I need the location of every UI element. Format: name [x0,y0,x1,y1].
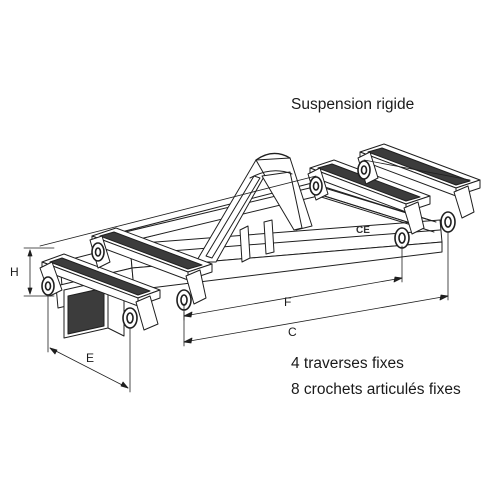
ce-mark: CE [356,225,370,236]
dimension-c [183,231,449,347]
hook-7 [357,160,371,180]
dimension-e [47,295,131,393]
hooks [41,160,456,329]
lifting-triangle [195,152,313,263]
dimension-c-label: C [288,325,297,339]
hook-8 [440,211,456,233]
hook-5 [309,176,323,196]
dimension-e-label: E [86,351,94,365]
dimension-h [23,247,55,297]
dimension-f-label: F [284,295,291,309]
cross-beam-front-left [39,253,161,331]
cross-beam-front-mid [89,227,213,305]
feature-hooks: 8 crochets articulés fixes [291,381,461,398]
hook-1 [41,276,55,296]
feature-crossbeams: 4 traverses fixes [291,355,404,372]
dimension-h-label: H [10,265,19,279]
hook-2 [122,307,138,329]
dimension-guides [39,159,471,247]
diagram-title: Suspension rigide [291,96,415,113]
hook-6 [394,227,410,249]
hook-3 [91,242,105,262]
